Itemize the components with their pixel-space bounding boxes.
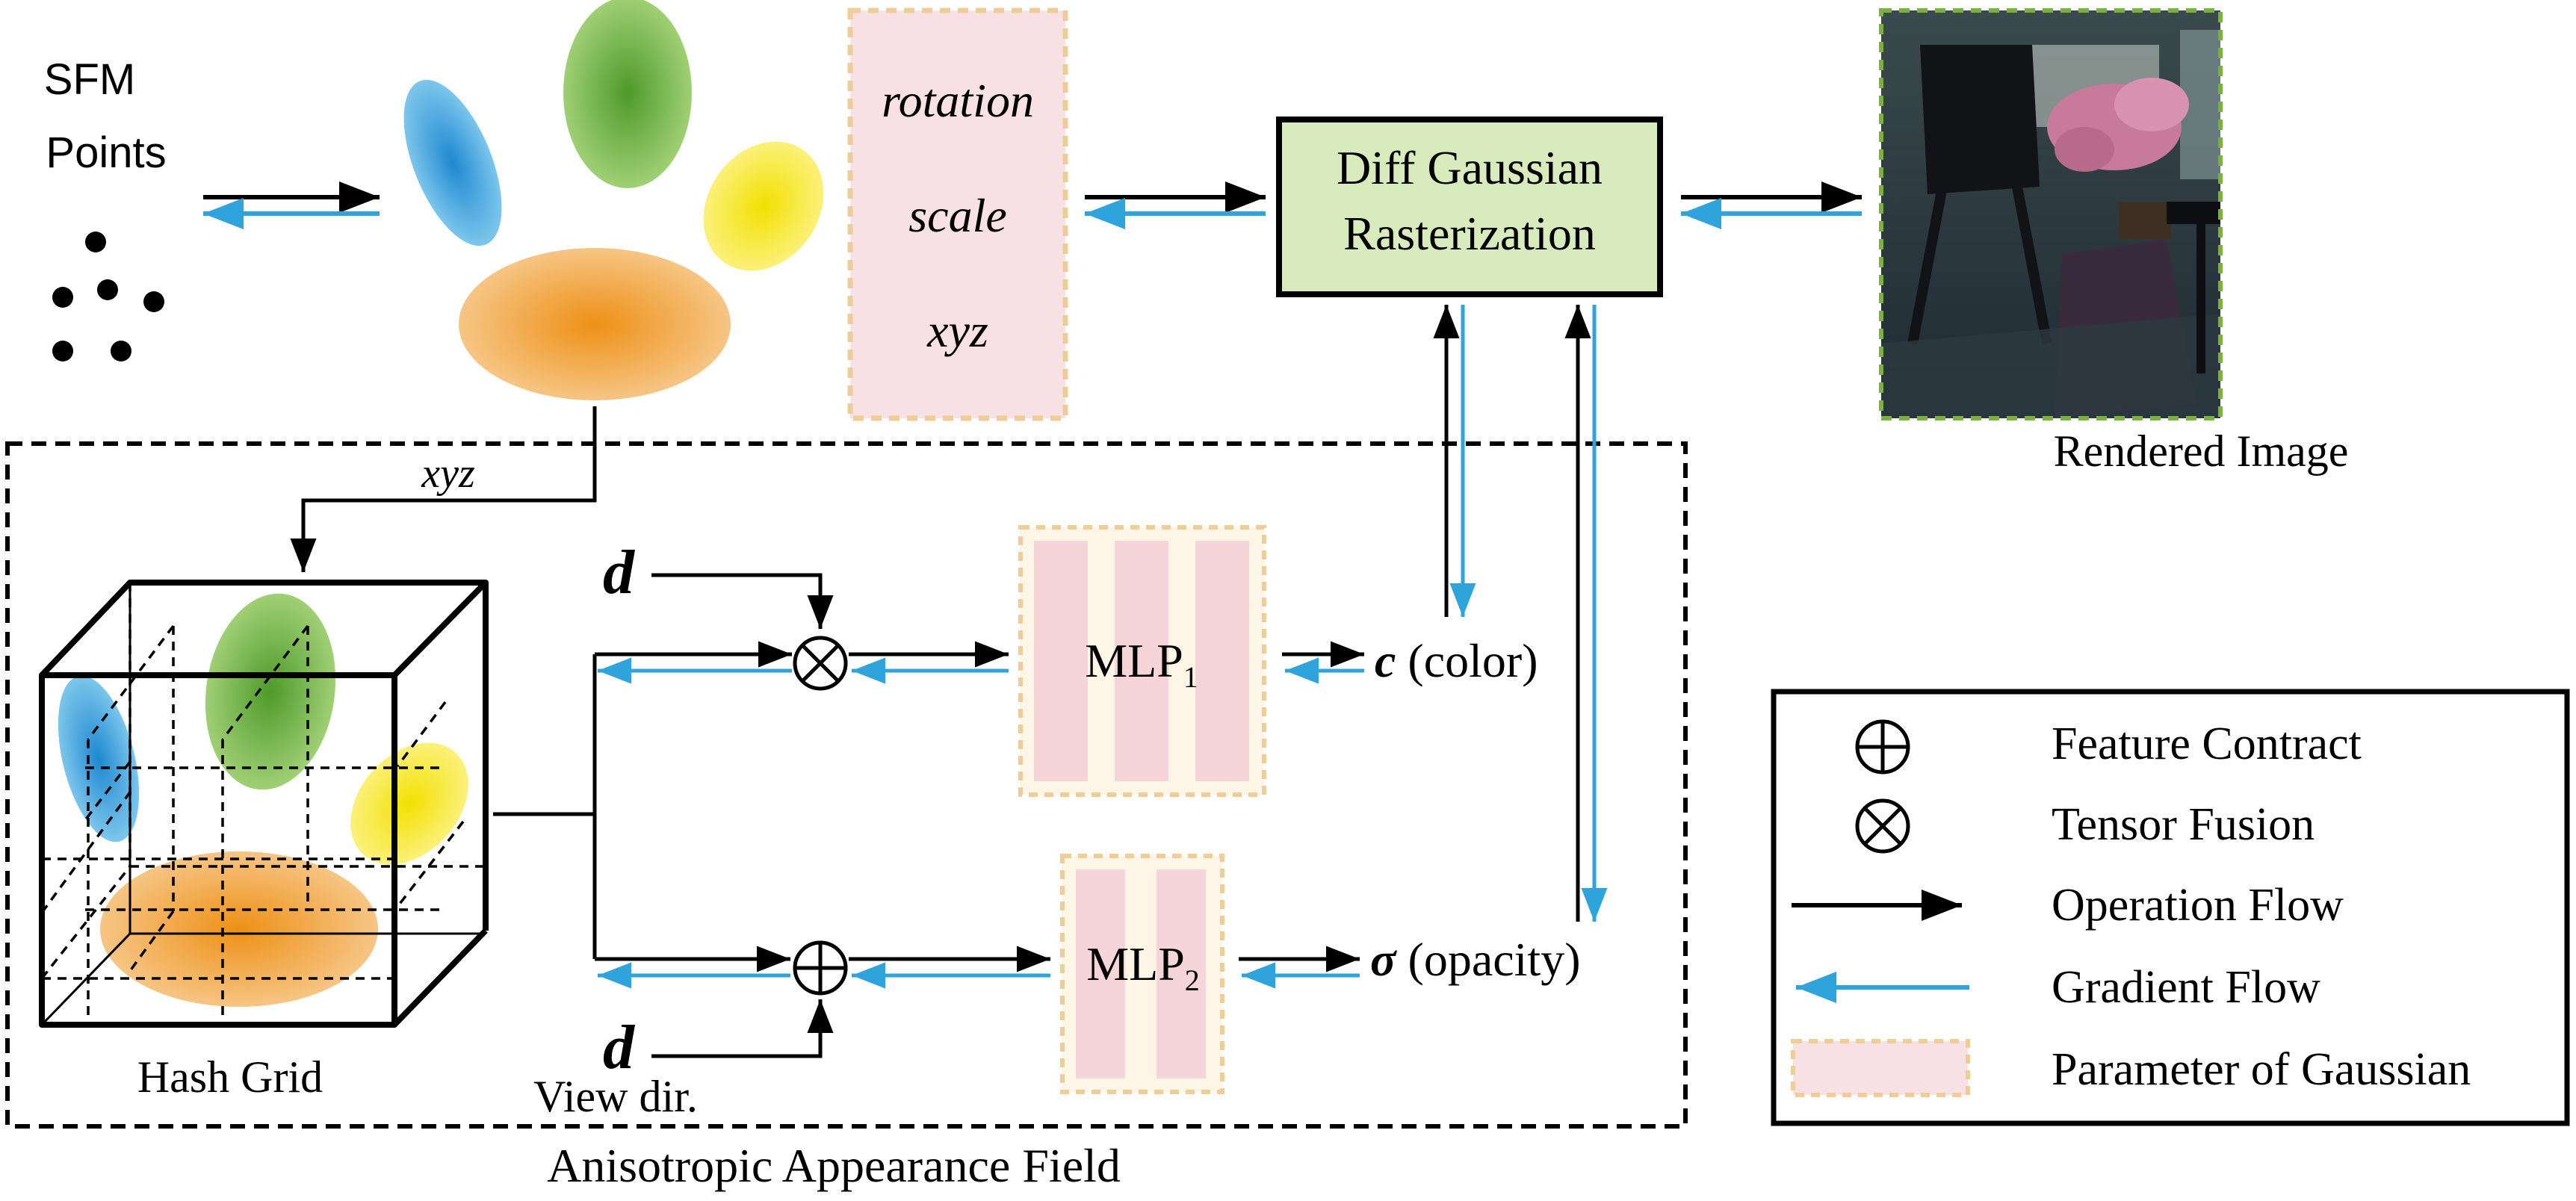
hash-grid-cube	[39, 580, 489, 1028]
sfm-point	[143, 291, 164, 312]
legend-feature-contract: Feature Contract	[2052, 719, 2362, 769]
appearance-field-box	[5, 441, 1688, 1129]
mlp1-block	[1018, 525, 1266, 797]
cube-green-gaussian	[205, 593, 336, 790]
gaussians-group	[403, 0, 824, 400]
hash-grid-label: Hash Grid	[137, 1052, 323, 1102]
view-direction-d-top: d	[603, 538, 636, 607]
sfm-point	[52, 287, 73, 308]
mlp1-label: MLP1	[1085, 634, 1198, 694]
mlp2-block	[1060, 854, 1224, 1094]
param-xyz: xyz	[926, 304, 988, 357]
sfm-points-group: SFM Points	[44, 55, 167, 361]
param-scale: scale	[908, 189, 1007, 242]
blue-gaussian	[403, 79, 502, 246]
d-arrow-bottom	[651, 999, 834, 1058]
legend-feature-contract-icon	[1855, 719, 1910, 775]
param-rotation: rotation	[882, 74, 1034, 127]
tensor-fusion-operator	[793, 636, 848, 691]
legend-parameter: Parameter of Gaussian	[2052, 1044, 2471, 1095]
green-gaussian	[563, 0, 692, 188]
rasterizer-line1: Diff Gaussian	[1337, 141, 1603, 194]
rendered-image	[1881, 10, 2220, 418]
orange-gaussian	[459, 248, 731, 400]
opacity-output: σ (opacity)	[1370, 933, 1581, 986]
cube-orange-gaussian	[100, 851, 378, 1007]
color-output: c (color)	[1375, 634, 1538, 687]
yellow-gaussian	[703, 141, 824, 271]
cube-yellow-gaussian	[350, 742, 468, 865]
sfm-point	[111, 341, 131, 361]
xyz-arrow	[290, 406, 597, 572]
rendered-caption: Rendered Image	[2054, 426, 2349, 476]
sfm-label-line1: SFM	[44, 55, 135, 104]
legend-tensor-fusion-icon	[1855, 798, 1910, 854]
legend-tensor-fusion: Tensor Fusion	[2052, 799, 2315, 850]
sfm-label-line2: Points	[46, 128, 166, 177]
legend-parameter-icon	[1791, 1039, 1970, 1097]
parameter-box	[847, 7, 1068, 421]
sfm-point	[52, 341, 73, 361]
sfm-point	[97, 279, 118, 300]
feature-contract-operator	[793, 940, 848, 996]
legend-operation-flow: Operation Flow	[2052, 880, 2344, 931]
rasterizer-line2: Rasterization	[1343, 207, 1596, 260]
mlp2-label: MLP2	[1086, 937, 1200, 997]
xyz-label: xyz	[421, 450, 475, 497]
d-arrow-top	[651, 573, 834, 629]
legend: Feature Contract Tensor Fusion Operation…	[1771, 689, 2570, 1126]
rendered-image-frame	[1879, 8, 2223, 420]
rasterizer-box	[1276, 117, 1663, 297]
legend-gradient-flow: Gradient Flow	[2052, 962, 2320, 1013]
sfm-point	[85, 232, 106, 252]
cube-blue-gaussian	[58, 675, 140, 842]
view-direction-d-bottom: d	[603, 1013, 636, 1082]
appearance-field-title: Anisotropic Appearance Field	[547, 1139, 1121, 1192]
view-dir-label: View dir.	[533, 1072, 698, 1121]
